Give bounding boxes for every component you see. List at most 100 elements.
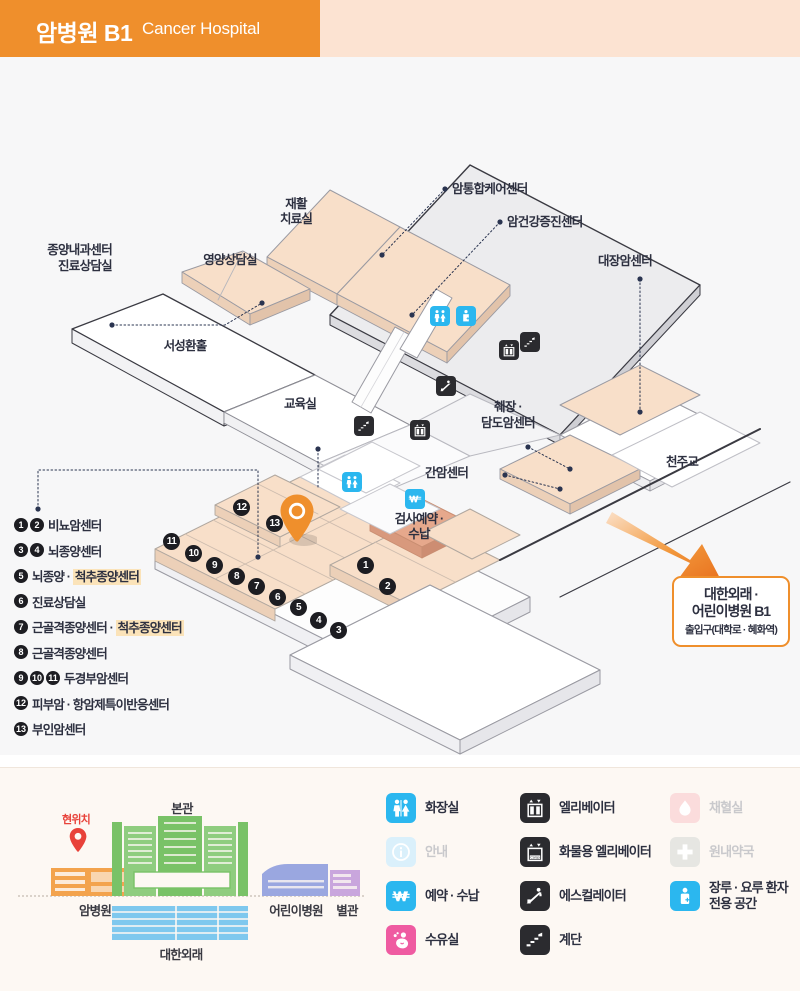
exit-callout-box[interactable]: 대한외래 · 어린이병원 B1 출입구(대학로 · 혜화역) <box>672 576 790 647</box>
facility-column-2: 엘리베이터 Cargo 화물용 엘리베이터 에스컬레이터 <box>520 786 680 962</box>
room-label-education: 교육실 <box>283 397 317 411</box>
campus-building-main <box>112 816 248 896</box>
campus-label-daehan-outpatient: 대한외래 <box>159 948 204 962</box>
facility-item-stairs[interactable]: 계단 <box>520 918 680 962</box>
legend-row-9[interactable]: 13 부인암센터 <box>14 719 244 738</box>
facility-item-elevator[interactable]: 엘리베이터 <box>520 786 680 830</box>
room-label-nutrition-counseling: 영양상담실 <box>203 253 257 267</box>
elevator-icon-2[interactable] <box>410 420 430 440</box>
legend-num: 11 <box>46 670 60 685</box>
page-title: 암병원 B1 <box>36 20 133 46</box>
legend-label: 두경부암센터 <box>64 672 129 686</box>
map-room-badge-6[interactable]: 6 <box>269 589 286 606</box>
map-room-badge-11[interactable]: 11 <box>163 533 180 550</box>
legend-num: 12 <box>14 696 28 710</box>
current-location-pin[interactable] <box>277 493 317 547</box>
stairs-icon-2[interactable] <box>354 416 374 436</box>
facility-item-reservation-payment[interactable]: 예약 · 수납 <box>386 874 526 918</box>
legend-numbers: 12 <box>14 696 28 710</box>
legend-label-plain: 뇌종양 · <box>32 570 73 584</box>
blood-drop-icon <box>670 793 700 823</box>
legend-row-3[interactable]: 5 뇌종양 · 척추종양센터 <box>14 566 244 585</box>
legend-row-5[interactable]: 7 근골격종양센터 · 척추종양센터 <box>14 617 244 636</box>
map-room-badge-8[interactable]: 8 <box>228 568 245 585</box>
room-colorectal-cancer-center <box>559 364 701 436</box>
legend-label: 피부암 · 항암제특이반응센터 <box>32 697 170 712</box>
facility-label: 엘리베이터 <box>559 800 616 816</box>
legend-num: 5 <box>14 568 28 583</box>
facility-label: 에스컬레이터 <box>559 888 627 904</box>
campus-here-label: 현위치 <box>62 814 91 826</box>
room-label-catholic-chapel: 천주교 <box>665 455 699 469</box>
legend-num: 2 <box>30 517 44 532</box>
map-label-pancreas-biliary: 췌장 ·담도암센터 <box>480 400 536 430</box>
facility-item-blood-collection[interactable]: 채혈실 <box>670 786 800 830</box>
map-room-badge-1[interactable]: 1 <box>357 557 374 574</box>
map-room-badge-13[interactable]: 13 <box>266 515 283 532</box>
facility-label: 안내 <box>425 844 448 860</box>
legend-label: 근골격종양센터 · 척추종양센터 <box>32 617 184 636</box>
restroom-icon[interactable] <box>430 306 450 326</box>
map-room-badge-4[interactable]: 4 <box>310 612 327 629</box>
map-room-badge-3[interactable]: 3 <box>330 622 347 639</box>
facility-label: 수유실 <box>425 932 459 948</box>
facility-item-restroom[interactable]: 화장실 <box>386 786 526 830</box>
escalator-icon[interactable] <box>436 376 456 396</box>
campus-current-location-pin <box>69 828 87 852</box>
legend-num: 8 <box>14 645 28 659</box>
legend-row-4[interactable]: 6 진료상담실 <box>14 592 244 611</box>
map-room-badge-5[interactable]: 5 <box>290 599 307 616</box>
campus-building-annex <box>330 870 360 896</box>
cargo-elevator-icon: Cargo <box>520 837 550 867</box>
ostomy-icon[interactable] <box>456 306 476 326</box>
legend-numbers: 5 <box>14 568 28 583</box>
map-room-badge-9[interactable]: 9 <box>206 557 223 574</box>
map-room-badge-2[interactable]: 2 <box>379 578 396 595</box>
leader-dots <box>35 186 643 560</box>
campus-label-childrens-hospital: 어린이병원 <box>269 904 323 918</box>
legend-row-8[interactable]: 12 피부암 · 항암제특이반응센터 <box>14 694 244 713</box>
won-icon[interactable] <box>405 489 425 509</box>
facility-item-inhouse-pharmacy[interactable]: 원내약국 <box>670 830 800 874</box>
map-room-badge-7[interactable]: 7 <box>248 578 265 595</box>
escalator-icon <box>520 881 550 911</box>
legend-label-highlight: 척추종양센터 <box>115 620 184 636</box>
facility-item-cargo-elevator[interactable]: Cargo 화물용 엘리베이터 <box>520 830 680 874</box>
map-label-cancer-health-promotion: 암건강증진센터 <box>507 215 583 229</box>
legend-row-6[interactable]: 8 근골격종양센터 <box>14 643 244 662</box>
legend-num: 6 <box>14 594 28 608</box>
pharmacy-cross-icon <box>670 837 700 867</box>
won-icon <box>386 881 416 911</box>
room-payment-adjacent <box>421 508 521 560</box>
legend-num: 9 <box>14 670 28 685</box>
facility-label: 채혈실 <box>709 800 743 816</box>
facility-item-information[interactable]: 안내 <box>386 830 526 874</box>
facility-item-escalator[interactable]: 에스컬레이터 <box>520 874 680 918</box>
page-subtitle: Cancer Hospital <box>142 19 260 38</box>
map-room-badge-12[interactable]: 12 <box>233 499 250 516</box>
exit-direction-arrow <box>606 512 722 582</box>
exit-callout-line3: 출입구(대학로 · 혜화역) <box>684 623 778 636</box>
campus-mini-map[interactable]: 현위치 암병원 본관 대한외래 어린이병원 별관 <box>16 788 366 968</box>
legend-num: 3 <box>14 543 28 557</box>
facility-column-1: 화장실 안내 예약 · 수납 <box>386 786 526 962</box>
exit-callout-line2: 어린이병원 B1 <box>691 603 771 619</box>
facility-item-nursing-room[interactable]: 수유실 <box>386 918 526 962</box>
restroom-icon-2[interactable] <box>342 472 362 492</box>
legend-numbers: 13 <box>14 721 28 736</box>
facility-label: 예약 · 수납 <box>425 888 480 904</box>
legend-num: 4 <box>30 543 44 557</box>
map-room-badge-10[interactable]: 10 <box>185 545 202 562</box>
stairs-icon[interactable] <box>520 332 540 352</box>
restroom-icon <box>386 793 416 823</box>
elevator-icon[interactable] <box>499 340 519 360</box>
